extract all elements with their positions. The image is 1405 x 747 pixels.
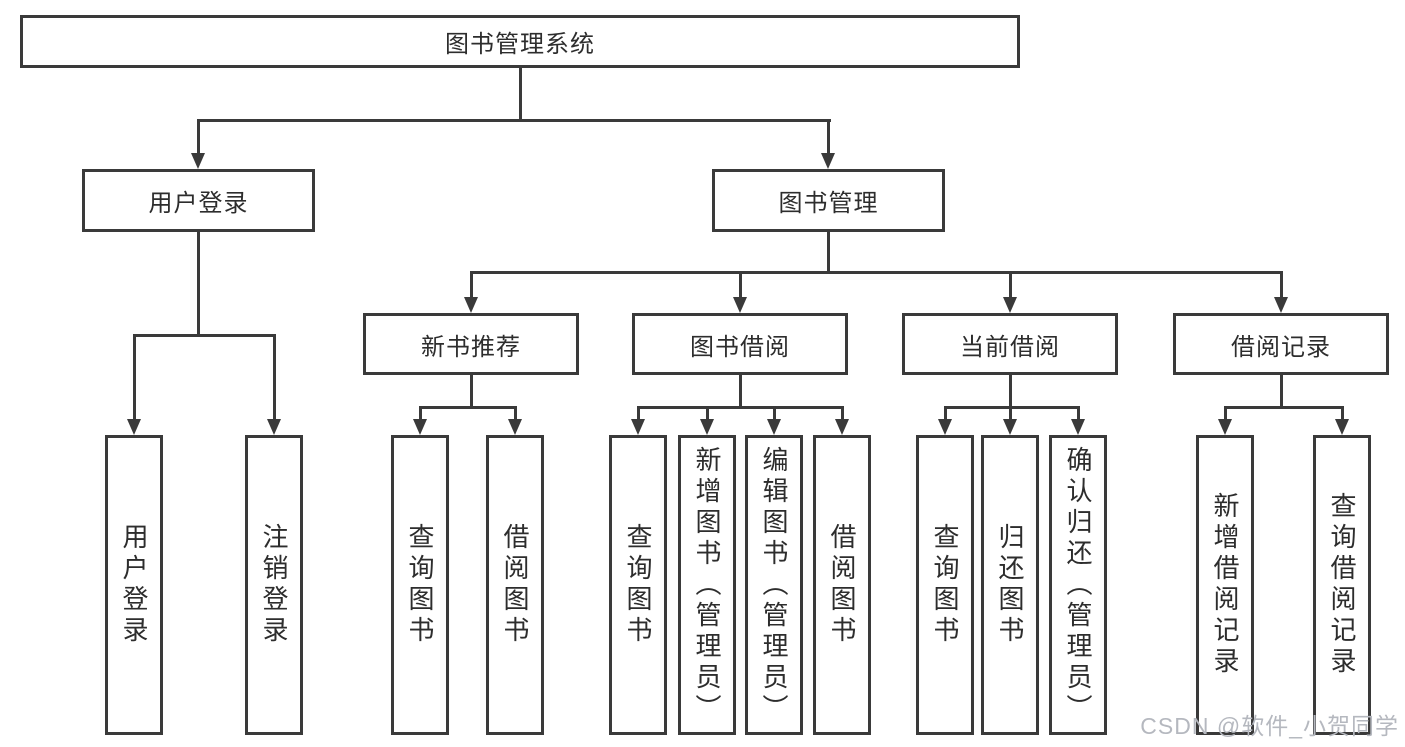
connector-line xyxy=(419,406,422,421)
node-current-borrow: 当前借阅 xyxy=(902,313,1118,375)
node-label: 借阅图书 xyxy=(500,523,530,647)
connector-line xyxy=(1009,271,1012,299)
connector-line xyxy=(1009,375,1012,409)
node-label: 新书推荐 xyxy=(421,333,521,361)
node-label: 查询图书 xyxy=(930,523,960,647)
node-book-management: 图书管理 xyxy=(712,169,945,232)
leaf-user-login: 用户登录 xyxy=(105,435,163,735)
connector-line xyxy=(944,406,947,421)
arrow-down-icon xyxy=(267,419,281,435)
arrow-down-icon xyxy=(1218,419,1232,435)
connector-line xyxy=(1280,271,1283,299)
arrow-down-icon xyxy=(508,419,522,435)
node-label: 确认归还（管理员） xyxy=(1063,445,1093,725)
node-borrow-records: 借阅记录 xyxy=(1173,313,1389,375)
connector-line xyxy=(470,375,473,409)
leaf-query-books-current: 查询图书 xyxy=(916,435,974,735)
leaf-query-books-recommend: 查询图书 xyxy=(391,435,449,735)
arrow-down-icon xyxy=(631,419,645,435)
connector-line xyxy=(470,271,1283,274)
node-new-book-recommend: 新书推荐 xyxy=(363,313,579,375)
node-book-borrow: 图书借阅 xyxy=(632,313,848,375)
node-label: 归还图书 xyxy=(995,523,1025,647)
node-label: 新增借阅记录 xyxy=(1210,492,1240,678)
arrow-down-icon xyxy=(938,419,952,435)
node-label: 注销登录 xyxy=(259,523,289,647)
leaf-edit-books-admin: 编辑图书（管理员） xyxy=(745,435,803,735)
connector-line xyxy=(827,119,830,155)
arrow-down-icon xyxy=(821,153,835,169)
leaf-query-books-borrow: 查询图书 xyxy=(609,435,667,735)
node-label: 当前借阅 xyxy=(960,333,1060,361)
node-label: 借阅记录 xyxy=(1231,333,1331,361)
connector-line xyxy=(419,406,516,409)
arrow-down-icon xyxy=(1003,297,1017,313)
connector-line xyxy=(1009,406,1012,421)
connector-line xyxy=(739,375,742,409)
arrow-down-icon xyxy=(733,297,747,313)
connector-line xyxy=(1280,375,1283,409)
connector-line xyxy=(773,406,776,421)
connector-line xyxy=(706,406,709,421)
leaf-borrow-books-recommend: 借阅图书 xyxy=(486,435,544,735)
arrow-down-icon xyxy=(191,153,205,169)
connector-line xyxy=(637,406,640,421)
leaf-add-books-admin: 新增图书（管理员） xyxy=(678,435,736,735)
connector-line xyxy=(470,271,473,299)
leaf-borrow-books: 借阅图书 xyxy=(813,435,871,735)
csdn-watermark: CSDN @软件_小贺同学 xyxy=(1140,713,1399,739)
connector-line xyxy=(133,334,136,421)
connector-line xyxy=(133,334,276,337)
connector-line xyxy=(519,68,522,122)
arrow-down-icon xyxy=(1274,297,1288,313)
node-label: 查询图书 xyxy=(405,523,435,647)
arrow-down-icon xyxy=(1003,419,1017,435)
connector-line xyxy=(1224,406,1227,421)
arrow-down-icon xyxy=(835,419,849,435)
node-label: 查询借阅记录 xyxy=(1327,492,1357,678)
leaf-confirm-return-admin: 确认归还（管理员） xyxy=(1049,435,1107,735)
arrow-down-icon xyxy=(1071,419,1085,435)
arrow-down-icon xyxy=(767,419,781,435)
arrow-down-icon xyxy=(127,419,141,435)
arrow-down-icon xyxy=(413,419,427,435)
connector-line xyxy=(197,119,831,122)
node-label: 查询图书 xyxy=(623,523,653,647)
node-label: 编辑图书（管理员） xyxy=(759,445,789,725)
node-label: 借阅图书 xyxy=(827,523,857,647)
connector-line xyxy=(739,271,742,299)
connector-line xyxy=(1224,406,1344,409)
node-label: 图书管理 xyxy=(778,190,879,217)
connector-line xyxy=(841,406,844,421)
leaf-query-borrow-record: 查询借阅记录 xyxy=(1313,435,1371,735)
connector-line xyxy=(1077,406,1080,421)
leaf-return-books: 归还图书 xyxy=(981,435,1039,735)
leaf-logout: 注销登录 xyxy=(245,435,303,735)
connector-line xyxy=(197,119,200,155)
arrow-down-icon xyxy=(1335,419,1349,435)
node-label: 图书借阅 xyxy=(690,333,790,361)
leaf-add-borrow-record: 新增借阅记录 xyxy=(1196,435,1254,735)
connector-line xyxy=(514,406,517,421)
node-label: 用户登录 xyxy=(148,190,249,217)
connector-line xyxy=(197,232,200,337)
arrow-down-icon xyxy=(700,419,714,435)
connector-line xyxy=(827,232,830,274)
node-label: 新增图书（管理员） xyxy=(692,445,722,725)
node-user-login: 用户登录 xyxy=(82,169,315,232)
arrow-down-icon xyxy=(464,297,478,313)
node-library-management-system: 图书管理系统 xyxy=(20,15,1020,68)
node-label: 图书管理系统 xyxy=(445,31,595,58)
connector-line xyxy=(273,334,276,421)
connector-line xyxy=(637,406,843,409)
connector-line xyxy=(1341,406,1344,421)
node-label: 用户登录 xyxy=(119,523,149,647)
